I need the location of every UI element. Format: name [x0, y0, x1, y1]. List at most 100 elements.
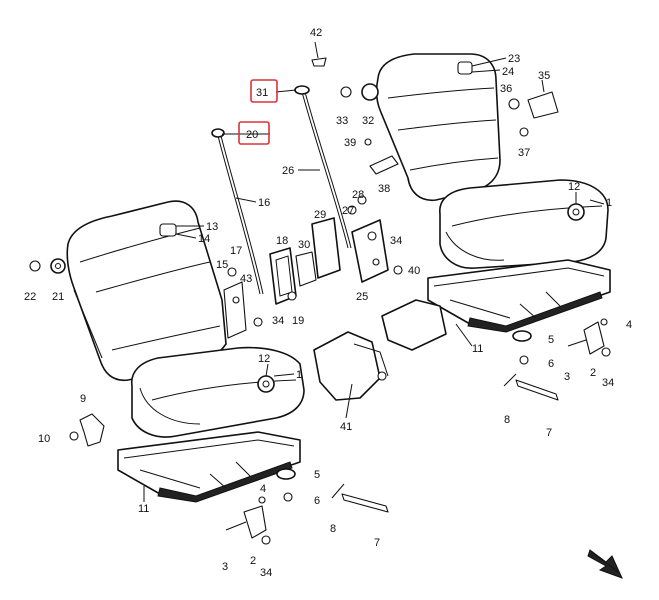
- right-spacer-5[interactable]: [512, 330, 532, 342]
- callout-21[interactable]: 21: [52, 291, 64, 303]
- callout-15[interactable]: 15: [216, 259, 228, 271]
- left-recliner-knob[interactable]: [257, 375, 275, 393]
- callout-5a[interactable]: 5: [548, 334, 554, 346]
- callout-6a[interactable]: 6: [548, 358, 554, 370]
- callout-4b[interactable]: 4: [260, 483, 266, 495]
- center-mechanism: [211, 85, 447, 401]
- callout-41[interactable]: 41: [340, 421, 352, 433]
- callout-17[interactable]: 17: [230, 245, 242, 257]
- right-lower-bracket[interactable]: [583, 321, 605, 355]
- left-seat-frame[interactable]: [117, 431, 301, 499]
- buckle-assembly-25[interactable]: [351, 219, 389, 283]
- callout-22[interactable]: 22: [24, 291, 36, 303]
- right-seat: [311, 53, 611, 401]
- right-belt-strap[interactable]: [515, 379, 559, 401]
- callout-18[interactable]: 18: [276, 235, 288, 247]
- right-headrest-guide[interactable]: [457, 61, 473, 75]
- right-recliner-knob[interactable]: [567, 203, 585, 221]
- callout-8b[interactable]: 8: [330, 523, 336, 535]
- callout-10[interactable]: 10: [38, 433, 50, 445]
- cover-30[interactable]: [295, 251, 317, 287]
- callout-12b[interactable]: 12: [258, 353, 270, 365]
- callout-43[interactable]: 43: [240, 273, 252, 285]
- callout-13[interactable]: 13: [206, 221, 218, 233]
- callout-11a[interactable]: 11: [472, 343, 483, 355]
- right-seat-back[interactable]: [375, 53, 501, 202]
- callout-11b[interactable]: 11: [138, 503, 149, 515]
- bolt-33[interactable]: [340, 86, 352, 98]
- callout-37[interactable]: 37: [518, 147, 530, 159]
- bracket-35[interactable]: [527, 91, 559, 119]
- left-bolt-6[interactable]: [283, 492, 293, 502]
- right-bolt-6[interactable]: [519, 355, 529, 365]
- callout-38[interactable]: 38: [378, 183, 390, 195]
- callout-34a[interactable]: 34: [390, 235, 402, 247]
- callout-4a[interactable]: 4: [626, 319, 632, 331]
- bracket-40[interactable]: [381, 299, 447, 351]
- callout-29[interactable]: 29: [314, 209, 326, 221]
- callout-33[interactable]: 33: [336, 115, 348, 127]
- callout-35[interactable]: 35: [538, 70, 550, 82]
- callout-34d[interactable]: 34: [260, 567, 272, 579]
- callout-14[interactable]: 14: [198, 233, 210, 245]
- plate-38[interactable]: [369, 155, 399, 175]
- callout-16[interactable]: 16: [258, 197, 270, 209]
- buckle-base-left[interactable]: [223, 281, 247, 339]
- left-seat-cushion[interactable]: [131, 346, 305, 438]
- callout-7b[interactable]: 7: [374, 537, 380, 549]
- left-buckle-bracket[interactable]: [79, 413, 105, 447]
- callout-5b[interactable]: 5: [314, 469, 320, 481]
- highlight-box-31: [250, 79, 278, 103]
- left-spacer-5[interactable]: [276, 468, 296, 480]
- callout-28[interactable]: 28: [352, 189, 364, 201]
- front-arrow-icon: [587, 549, 623, 579]
- grommet-32[interactable]: [361, 83, 379, 101]
- callout-7a[interactable]: 7: [546, 427, 552, 439]
- console-41[interactable]: [313, 331, 381, 401]
- part-31-head[interactable]: [294, 85, 310, 95]
- callout-42[interactable]: 42: [310, 27, 322, 39]
- callout-25[interactable]: 25: [356, 291, 368, 303]
- callout-1a[interactable]: 1: [606, 197, 612, 209]
- right-seat-cushion[interactable]: [439, 179, 609, 269]
- callout-24[interactable]: 24: [502, 66, 514, 78]
- washer-21[interactable]: [50, 258, 66, 274]
- bolt-19[interactable]: [287, 291, 297, 301]
- callout-19[interactable]: 19: [292, 315, 304, 327]
- callout-2b[interactable]: 2: [250, 555, 256, 567]
- leader-lines: [143, 41, 605, 502]
- highlight-box-20: [238, 121, 270, 145]
- callout-26[interactable]: 26: [282, 165, 294, 177]
- callout-3a[interactable]: 3: [564, 371, 570, 383]
- callout-34c[interactable]: 34: [602, 377, 614, 389]
- callout-36[interactable]: 36: [500, 83, 512, 95]
- callout-9[interactable]: 9: [80, 393, 86, 405]
- callout-1b[interactable]: 1: [296, 369, 302, 381]
- callout-40[interactable]: 40: [408, 265, 420, 277]
- callout-2a[interactable]: 2: [590, 367, 596, 379]
- callout-3b[interactable]: 3: [222, 561, 228, 573]
- bolt-22[interactable]: [29, 260, 41, 272]
- left-belt-strap[interactable]: [341, 493, 389, 513]
- callout-27[interactable]: 27: [342, 205, 354, 217]
- callout-34b[interactable]: 34: [272, 315, 284, 327]
- callout-30[interactable]: 30: [298, 239, 310, 251]
- callout-32[interactable]: 32: [362, 115, 374, 127]
- callout-23[interactable]: 23: [508, 53, 520, 65]
- left-headrest-guide[interactable]: [159, 223, 177, 237]
- cable-16[interactable]: [217, 135, 261, 295]
- right-seat-frame[interactable]: [427, 259, 611, 329]
- cover-29[interactable]: [311, 217, 341, 279]
- clip-42[interactable]: [311, 57, 327, 67]
- callout-39[interactable]: 39: [344, 137, 356, 149]
- callout-20[interactable]: 20: [246, 129, 258, 141]
- left-lower-bracket[interactable]: [243, 505, 267, 539]
- left-seat: [29, 200, 389, 545]
- callout-6b[interactable]: 6: [314, 495, 320, 507]
- callout-12a[interactable]: 12: [568, 181, 580, 193]
- part-20-head[interactable]: [211, 128, 225, 138]
- cable-26[interactable]: [301, 91, 349, 249]
- callout-31[interactable]: 31: [256, 87, 268, 99]
- callout-8a[interactable]: 8: [504, 414, 510, 426]
